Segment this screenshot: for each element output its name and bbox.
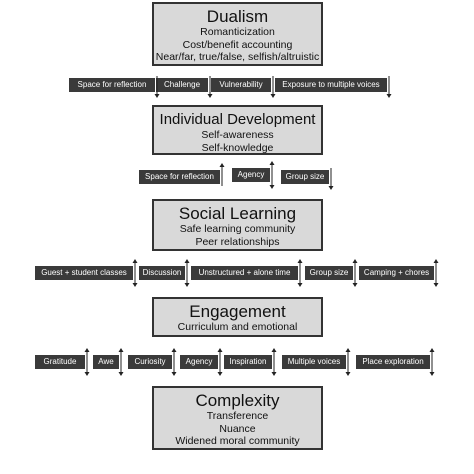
- stage-detail: Curriculum and emotional: [177, 321, 298, 333]
- stage-complexity: Complexity Transference Nuance Widened m…: [152, 386, 323, 450]
- stage-title: Social Learning: [178, 204, 297, 223]
- arrow-down-icon: [328, 186, 334, 190]
- stage-title: Individual Development: [159, 111, 316, 128]
- stage-dualism: Dualism Romanticization Cost/benefit acc…: [152, 2, 323, 66]
- stage-individual-development: Individual Development Self-awareness Se…: [152, 105, 323, 155]
- factor-group-size: Group size: [281, 170, 329, 184]
- stage-detail: Romanticization: [200, 26, 275, 38]
- stage-title: Dualism: [206, 7, 269, 26]
- factor-agency: Agency: [232, 168, 270, 182]
- factor-inspiration: Inspiration: [224, 355, 272, 369]
- arrow-up-icon: [219, 163, 225, 167]
- factor-space-for-reflection: Space for reflection: [69, 78, 155, 92]
- factor-gratitude: Gratitude: [35, 355, 85, 369]
- factor-unstructured-alone-time: Unstructured + alone time: [191, 266, 298, 280]
- factor-space-for-reflection: Space for reflection: [139, 170, 220, 184]
- arrow-down-icon: [297, 283, 303, 287]
- stage-detail: Transference: [206, 410, 269, 422]
- arrow-up-icon: [269, 161, 275, 165]
- arrow-up-icon: [433, 259, 439, 263]
- stage-detail: Self-awareness: [201, 129, 274, 141]
- arrow-down-icon: [269, 185, 275, 189]
- factor-group-size: Group size: [305, 266, 353, 280]
- stage-detail: Safe learning community: [179, 223, 296, 235]
- factor-awe: Awe: [93, 355, 119, 369]
- factor-exposure-to-multiple-voices: Exposure to multiple voices: [275, 78, 387, 92]
- arrow-down-icon: [352, 283, 358, 287]
- arrow-down-icon: [270, 94, 276, 98]
- factor-camping-chores: Camping + chores: [359, 266, 434, 280]
- arrow-up-icon: [171, 348, 177, 352]
- arrow-up-icon: [184, 259, 190, 263]
- factor-guest-student-classes: Guest + student classes: [35, 266, 133, 280]
- factor-discussion: Discussion: [139, 266, 185, 280]
- factor-vulnerability: Vulnerability: [211, 78, 271, 92]
- arrow-up-icon: [271, 348, 277, 352]
- arrow-down-icon: [217, 372, 223, 376]
- arrow-down-icon: [271, 372, 277, 376]
- arrow-up-icon: [132, 259, 138, 263]
- arrow-up-icon: [118, 348, 124, 352]
- arrow-up-icon: [217, 348, 223, 352]
- factor-curiosity: Curiosity: [128, 355, 172, 369]
- stage-detail: Cost/benefit accounting: [182, 38, 293, 51]
- stage-detail: Near/far, true/false, selfish/altruistic: [155, 51, 320, 63]
- arrow-down-icon: [429, 372, 435, 376]
- arrow-down-icon: [433, 283, 439, 287]
- arrow-down-icon: [171, 372, 177, 376]
- arrow-down-icon: [207, 94, 213, 98]
- factor-place-exploration: Place exploration: [356, 355, 430, 369]
- arrow-up-icon: [84, 348, 90, 352]
- arrow-up-icon: [429, 348, 435, 352]
- stage-detail: Self-knowledge: [201, 141, 274, 154]
- arrow-down-icon: [386, 94, 392, 98]
- arrow-up-icon: [297, 259, 303, 263]
- stage-engagement: Engagement Curriculum and emotional: [152, 297, 323, 337]
- arrow-down-icon: [345, 372, 351, 376]
- arrow-down-icon: [118, 372, 124, 376]
- stage-detail: Widened moral community: [175, 435, 300, 447]
- arrow-down-icon: [184, 283, 190, 287]
- arrow-down-icon: [84, 372, 90, 376]
- factor-agency: Agency: [180, 355, 218, 369]
- arrow-up-icon: [345, 348, 351, 352]
- factor-challenge: Challenge: [156, 78, 208, 92]
- stage-title: Complexity: [195, 391, 280, 410]
- arrow-up-icon: [352, 259, 358, 263]
- stage-detail: Peer relationships: [195, 235, 280, 248]
- arrow-down-icon: [132, 283, 138, 287]
- stage-detail: Nuance: [219, 422, 256, 435]
- stage-title: Engagement: [189, 302, 286, 321]
- arrow-down-icon: [154, 94, 160, 98]
- stage-social-learning: Social Learning Safe learning community …: [152, 199, 323, 251]
- factor-multiple-voices: Multiple voices: [282, 355, 346, 369]
